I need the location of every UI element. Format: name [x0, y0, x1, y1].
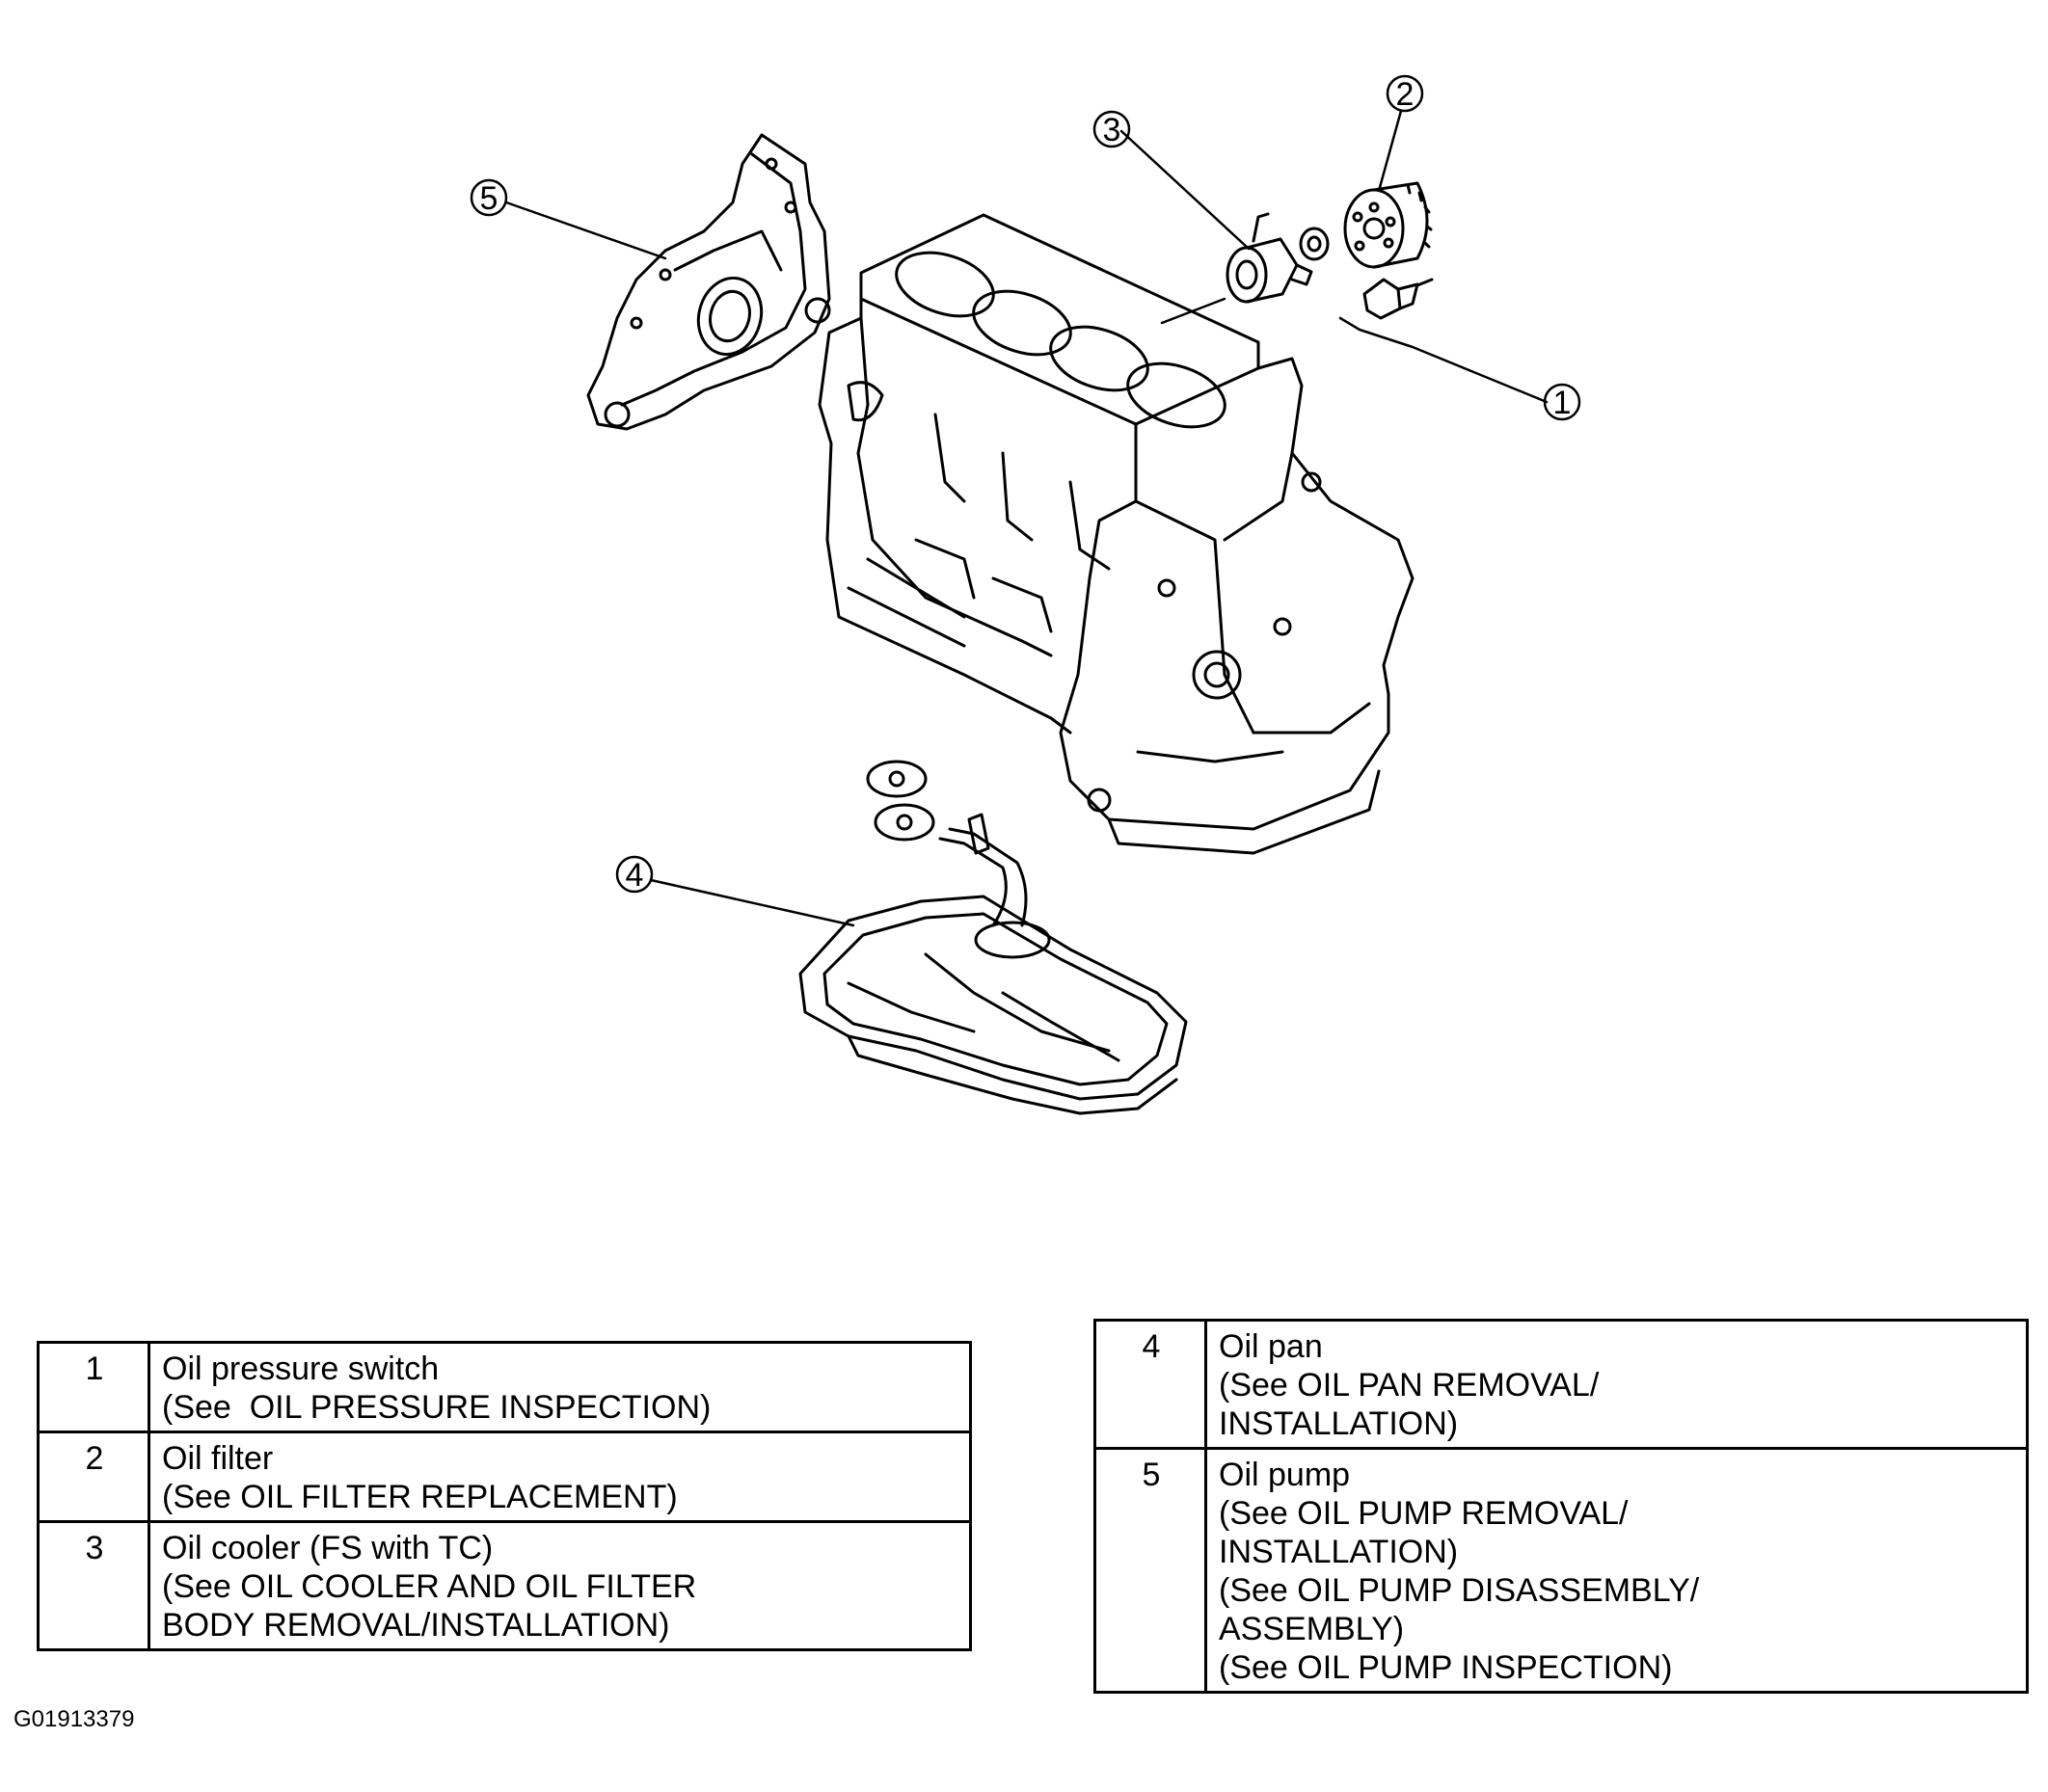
legend-item-description: Oil pump(See OIL PUMP REMOVAL/INSTALLATI…: [1204, 1447, 2029, 1694]
legend-item-line: Oil pump: [1219, 1457, 1351, 1493]
legend-item-line: Oil cooler (FS with TC): [162, 1530, 494, 1566]
callout-label-5: 5: [480, 180, 499, 217]
callout-label-3: 3: [1103, 112, 1121, 148]
callout-5: 5: [470, 178, 508, 217]
callout-1: 1: [1543, 383, 1581, 421]
legend-item-line: (See OIL PAN REMOVAL/: [1219, 1367, 1600, 1404]
leader-line-2: [1377, 109, 1403, 193]
legend-item-description: Oil pan(See OIL PAN REMOVAL/INSTALLATION…: [1204, 1319, 2029, 1450]
oil-pan-part: [798, 760, 1188, 1115]
legend-item-description: Oil filter(See OIL FILTER REPLACEMENT): [148, 1431, 972, 1523]
legend-item-description: Oil cooler (FS with TC)(See OIL COOLER A…: [148, 1520, 972, 1651]
legend-item-line: (See OIL PUMP DISASSEMBLY/: [1219, 1572, 1700, 1609]
legend-item-line: (See OIL PUMP REMOVAL/: [1219, 1495, 1629, 1532]
oil-pump-part: [586, 133, 831, 431]
legend-item-line: (See OIL PRESSURE INSPECTION): [162, 1389, 712, 1426]
callout-label-2: 2: [1396, 76, 1415, 113]
leader-line-4: [649, 878, 855, 927]
leader-line-3: [1119, 129, 1251, 251]
legend-item-line: (See OIL PUMP INSPECTION): [1219, 1649, 1673, 1686]
oil-filter-part: [1343, 181, 1433, 269]
legend-item-line: INSTALLATION): [1219, 1405, 1459, 1442]
legend-item-number: 5: [1093, 1447, 1207, 1694]
legend-item-description: Oil pressure switch(See OIL PRESSURE INS…: [148, 1341, 972, 1433]
legend-item-number: 2: [37, 1431, 150, 1523]
legend-item-line: BODY REMOVAL/INSTALLATION): [162, 1607, 670, 1644]
leader-lines: [504, 109, 1549, 927]
legend-item-line: Oil pressure switch: [162, 1351, 440, 1387]
callout-4: 4: [615, 855, 654, 894]
leader-line-3-engine: [1160, 297, 1226, 325]
washer-part: [1299, 227, 1330, 261]
figure-id: G01913379: [13, 1706, 135, 1732]
callout-3: 3: [1092, 110, 1131, 148]
callout-label-1: 1: [1553, 385, 1572, 421]
legend-item-number: 3: [37, 1520, 150, 1651]
callout-2: 2: [1386, 74, 1424, 113]
engine-lubrication-diagram: 1 2 3 4 5: [470, 74, 1581, 1115]
leader-line-1: [1338, 316, 1549, 404]
legend-item-line: ASSEMBLY): [1219, 1611, 1405, 1647]
oil-pressure-switch-part: [1362, 278, 1434, 320]
leader-line-5: [504, 201, 667, 260]
legend-item-line: (See OIL FILTER REPLACEMENT): [162, 1479, 678, 1515]
legend-item-line: INSTALLATION): [1219, 1534, 1459, 1570]
oil-cooler-part: [1226, 212, 1313, 304]
engine-block: [818, 213, 1415, 855]
legend-item-number: 1: [37, 1341, 150, 1433]
legend-item-line: Oil pan: [1219, 1328, 1323, 1365]
legend-item-line: Oil filter: [162, 1440, 274, 1477]
callout-label-4: 4: [626, 857, 644, 894]
legend-item-line: (See OIL COOLER AND OIL FILTER: [162, 1568, 697, 1605]
legend-item-number: 4: [1093, 1319, 1207, 1450]
